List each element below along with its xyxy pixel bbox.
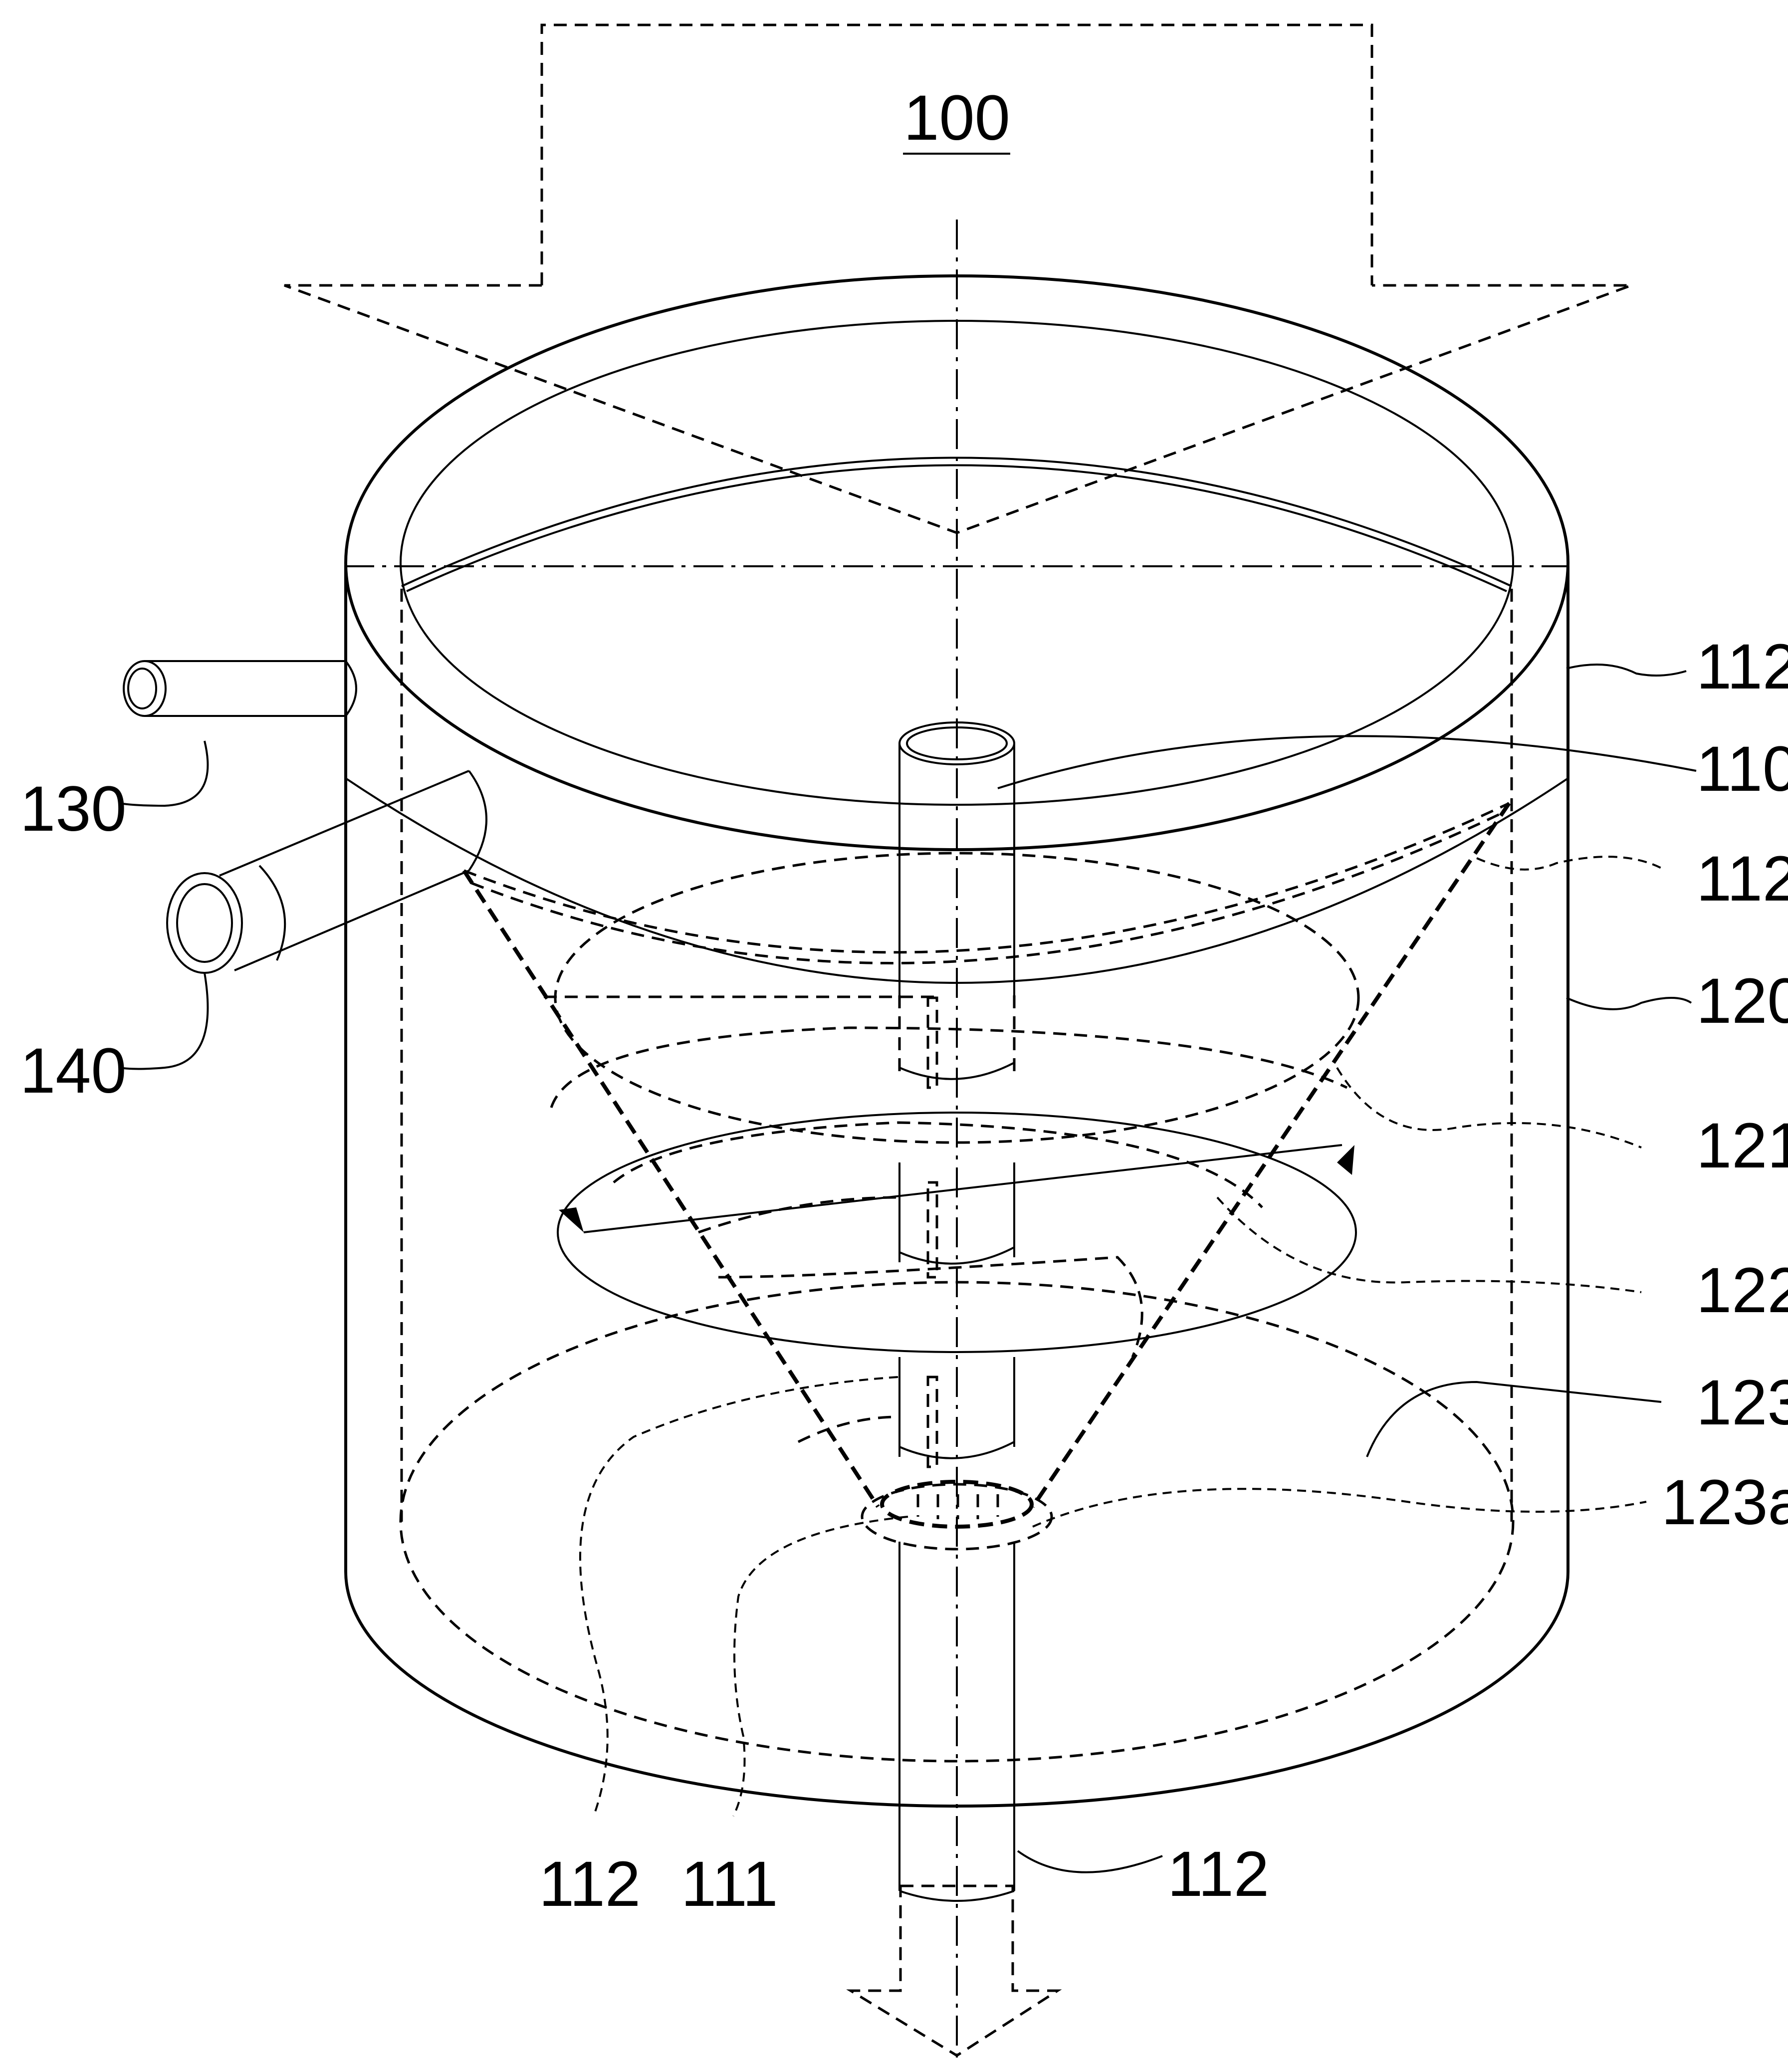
inlet-pipe-130 <box>123 660 357 717</box>
label-112-top: 112 <box>1696 631 1788 702</box>
label-121: 121 <box>1696 1110 1788 1181</box>
label-112-bottom-left: 112 <box>539 1848 641 1920</box>
reference-labels: 100 112 110 112 120 121 122 123 123a 130… <box>20 82 1788 1920</box>
upper-bowl-112 <box>401 457 1512 592</box>
label-112-mid: 112 <box>1696 843 1788 915</box>
cone-separator <box>462 802 1511 1508</box>
label-140: 140 <box>20 1035 127 1107</box>
label-130: 130 <box>20 773 127 845</box>
label-122: 122 <box>1696 1255 1788 1326</box>
center-tube-110 <box>544 721 1016 1902</box>
outlet-arrow <box>846 1884 1062 2057</box>
label-111: 111 <box>681 1848 778 1920</box>
label-110: 110 <box>1696 733 1788 805</box>
leader-lines <box>119 153 1697 1873</box>
label-120: 120 <box>1696 965 1788 1037</box>
inlet-pipe-140 <box>166 770 487 974</box>
label-123: 123 <box>1696 1367 1788 1438</box>
center-axis <box>344 220 1566 2061</box>
vortex-ellipses <box>399 852 1515 1763</box>
rotation-flow <box>557 1112 1357 1353</box>
cone-outlet-123a <box>861 1480 1053 1551</box>
label-112-bottom-right: 112 <box>1167 1839 1269 1910</box>
label-100: 100 <box>903 82 1010 154</box>
label-123a: 123a <box>1661 1467 1788 1538</box>
